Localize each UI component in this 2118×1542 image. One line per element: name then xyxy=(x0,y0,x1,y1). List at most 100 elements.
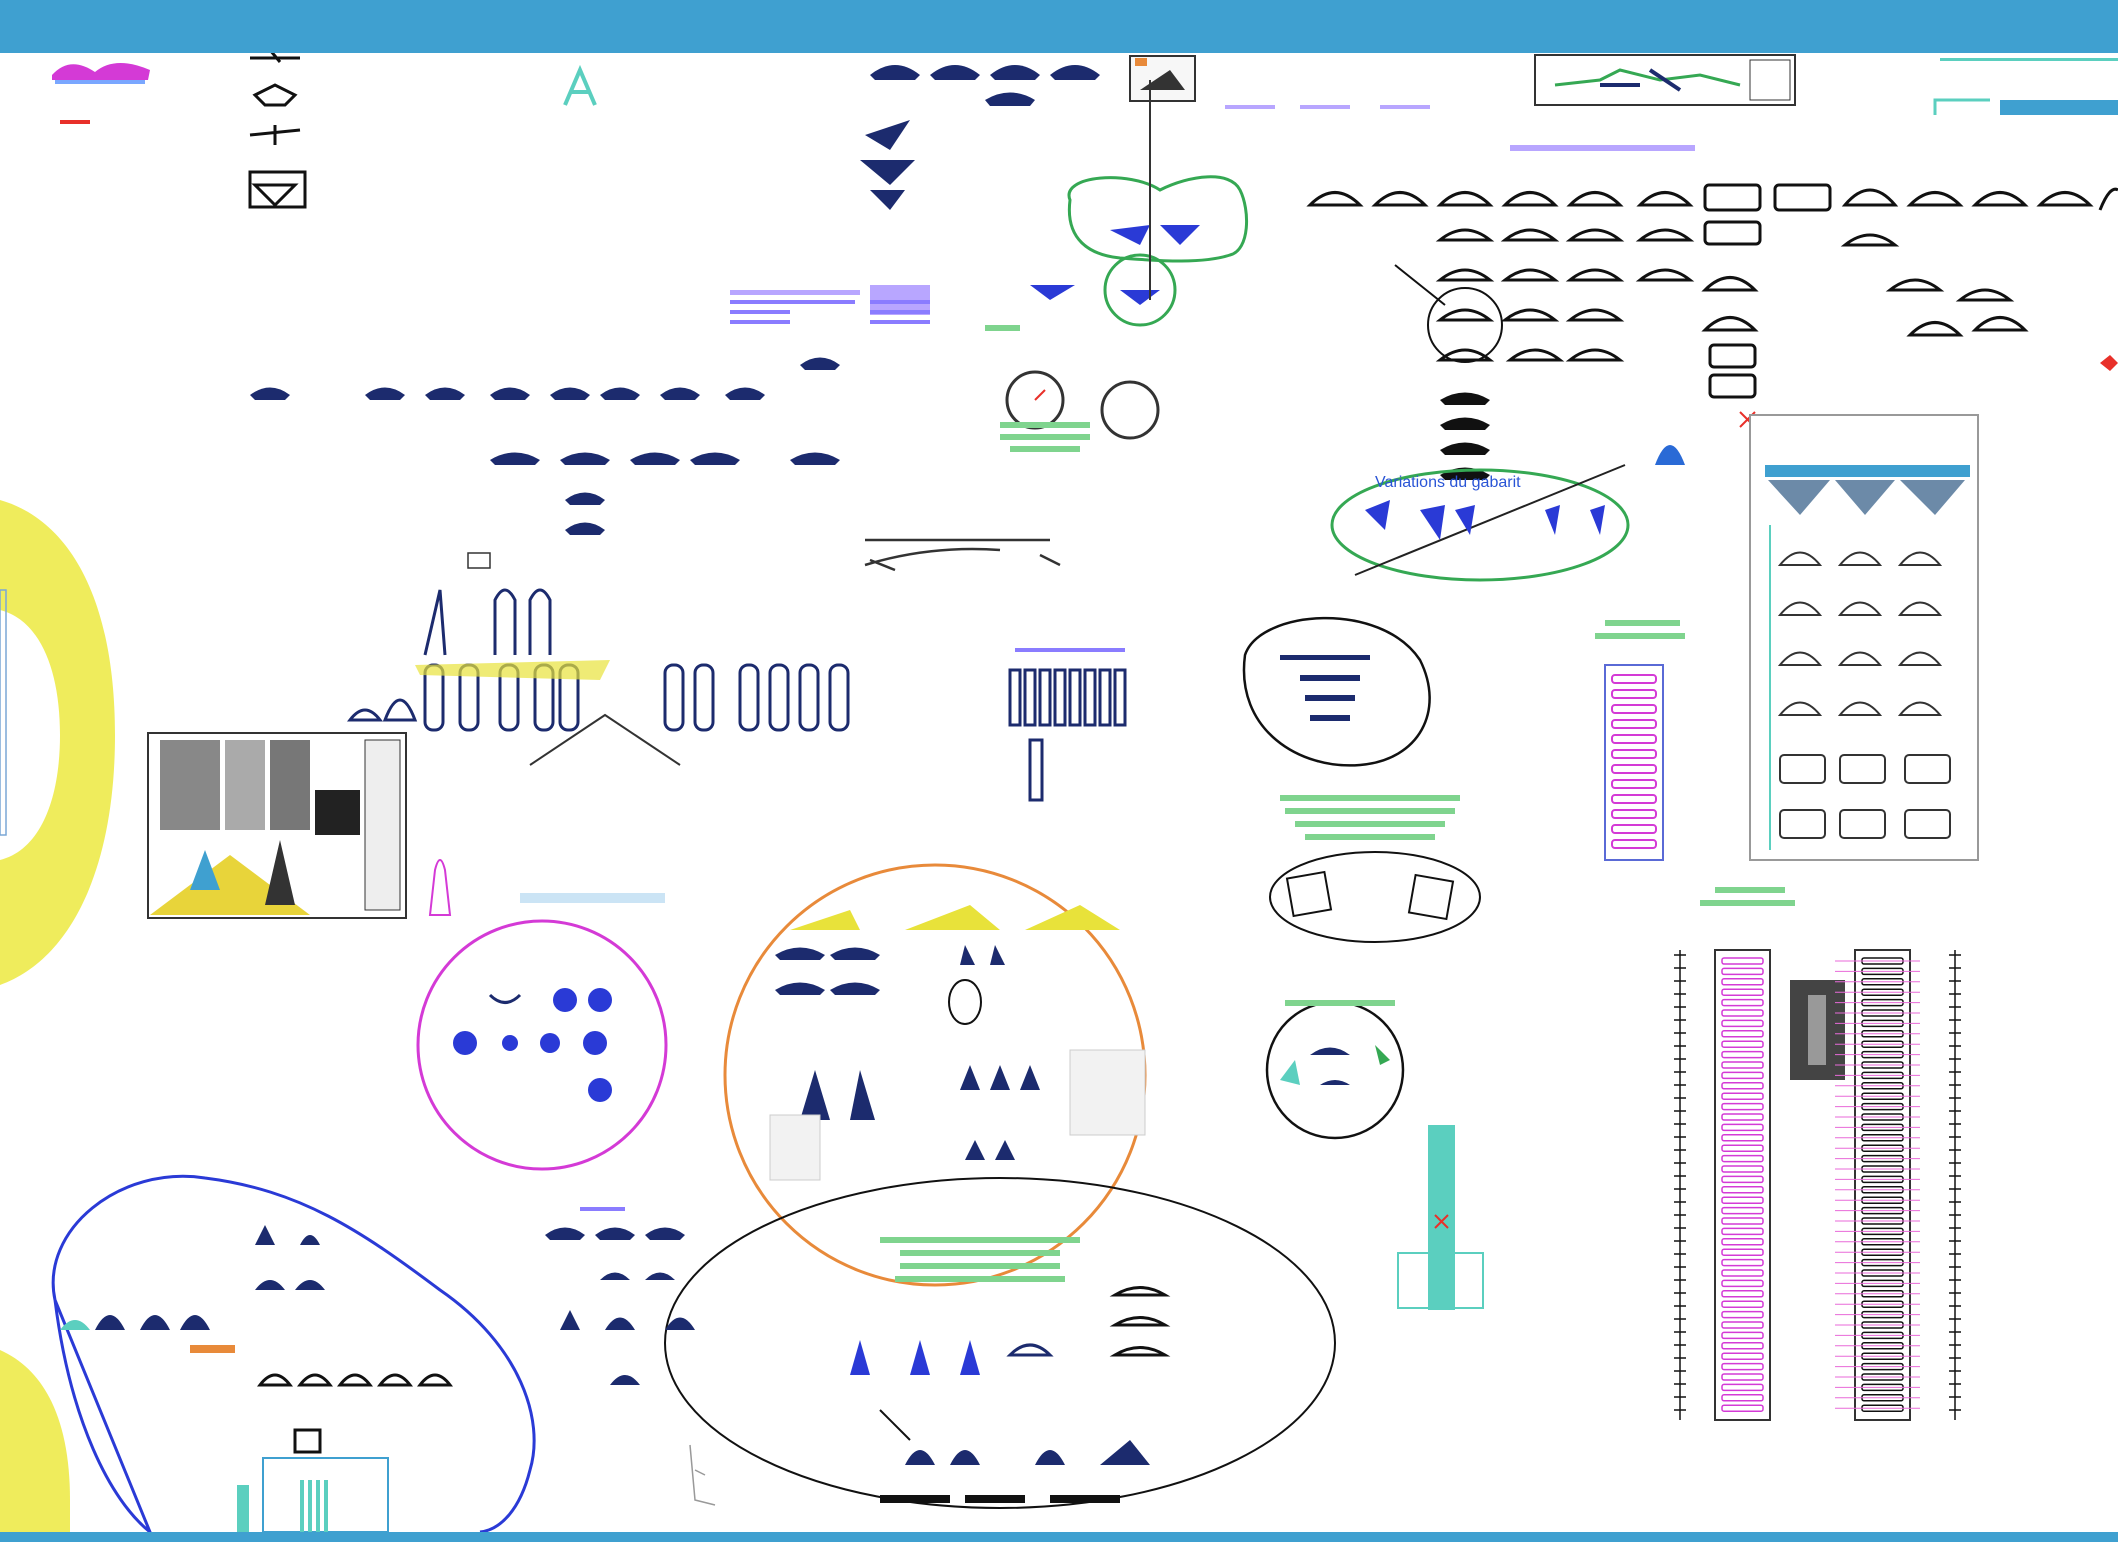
black-blob-outline[interactable] xyxy=(1242,616,1431,767)
thumbnail-content xyxy=(1140,70,1185,90)
variations-hangers xyxy=(1365,500,1605,540)
black-ellipse-squares[interactable] xyxy=(1269,851,1481,943)
ruler-ticks xyxy=(1674,950,1961,1420)
thumbnail-orange-mark xyxy=(1135,58,1147,66)
tall-column-black[interactable] xyxy=(1854,949,1911,1421)
pink-stripe xyxy=(1721,1362,1764,1371)
left-hanger-column[interactable] xyxy=(248,53,307,209)
pink-stripe xyxy=(1721,1009,1764,1017)
pink-column-left[interactable] xyxy=(1604,664,1664,861)
document-preview-1[interactable] xyxy=(1069,1049,1146,1136)
pink-stripe xyxy=(1721,1196,1764,1204)
pink-stripe xyxy=(1721,1269,1764,1277)
teal-bar-frame xyxy=(1397,1252,1484,1309)
variations-label: Variations du gabarit xyxy=(1375,474,1521,491)
variations-ellipse[interactable] xyxy=(1330,468,1630,582)
black-blob-content xyxy=(1280,655,1370,721)
bottom-left-teal-bar xyxy=(237,1485,249,1532)
black-circle-right-content xyxy=(1280,1000,1395,1085)
x-stand-lines xyxy=(529,713,681,766)
matrix-hanger-outlines[interactable] xyxy=(1777,551,1951,839)
pink-stripe xyxy=(1721,1092,1764,1100)
left-edge-frame xyxy=(0,589,7,836)
pink-stripe xyxy=(1721,1186,1764,1194)
magenta-hanger-shape xyxy=(52,62,150,80)
pink-stripe xyxy=(1721,1030,1764,1038)
tall-thin-shapes-center[interactable] xyxy=(1008,668,1127,802)
bottom-left-barcode xyxy=(300,1480,328,1532)
pink-stripe xyxy=(1721,1165,1764,1173)
pink-stripe xyxy=(1721,1227,1764,1236)
label-bar-center-2 xyxy=(1015,648,1125,652)
green-ellipse-small[interactable] xyxy=(1103,253,1177,327)
bottom-status-bar xyxy=(0,1532,2118,1542)
pink-stripe xyxy=(1721,978,1764,986)
vertical-hanger-stack[interactable] xyxy=(860,120,915,210)
teal-bar-right xyxy=(1940,58,2118,61)
pink-stripe xyxy=(1721,1217,1764,1225)
pink-stripe xyxy=(1721,1019,1764,1028)
black-ellipse-bottom[interactable] xyxy=(664,1177,1336,1509)
hanger-stack-center-right[interactable] xyxy=(1440,392,1490,481)
gauge-circle-right[interactable] xyxy=(1100,380,1160,440)
drawing-canvas[interactable]: Variations du gabarit xyxy=(0,53,2118,1532)
bottom-left-frame[interactable] xyxy=(262,1457,389,1532)
bottom-leader-line xyxy=(879,1409,911,1441)
pencil-sketch xyxy=(689,1444,716,1506)
small-rect-outline xyxy=(467,552,491,569)
red-x-teal xyxy=(1434,1214,1449,1229)
pink-column-left-ribs xyxy=(1611,674,1657,849)
yellow-decorative-arc-bottom xyxy=(0,1350,70,1532)
top-right-frame-content xyxy=(1554,68,1741,87)
black-mini-ellipse[interactable] xyxy=(948,979,982,1025)
photo-thumbnail[interactable] xyxy=(1129,55,1196,102)
right-hanger-grid[interactable] xyxy=(1306,183,2118,399)
ellipse-square-right xyxy=(1407,873,1455,921)
green-bars-right xyxy=(1595,620,1795,906)
top-hanger-row[interactable] xyxy=(870,65,1100,106)
blue-label-bar xyxy=(55,80,145,84)
black-circle-hangers[interactable] xyxy=(1427,287,1503,363)
green-bars-center xyxy=(985,325,1090,452)
pink-stripe xyxy=(1721,988,1764,996)
pink-stripe xyxy=(1721,1082,1764,1090)
middle-hanger-band[interactable] xyxy=(250,357,840,536)
top-right-frame-side-grid xyxy=(1749,59,1791,101)
label-bar-bottom-center xyxy=(580,1207,625,1211)
document-preview-2[interactable] xyxy=(769,1114,821,1181)
blue-bar-right xyxy=(2000,100,2118,115)
pink-stripe xyxy=(1721,1238,1764,1246)
pink-stripe xyxy=(1721,1206,1764,1215)
tall-column-stripes xyxy=(1721,957,1920,1412)
pink-stripe xyxy=(1721,1248,1764,1256)
pink-stripe xyxy=(1721,1050,1764,1059)
pink-stripe xyxy=(1721,1113,1764,1121)
bracket-arrow[interactable] xyxy=(864,538,1061,572)
pink-stripe xyxy=(1721,1258,1764,1267)
pink-stripe xyxy=(1721,1373,1764,1381)
green-bars-bottom xyxy=(880,1237,1080,1282)
blue-loop-bottom-left[interactable] xyxy=(51,1175,536,1532)
hanger-cluster-bottom-center[interactable] xyxy=(545,1227,695,1386)
pink-stripe xyxy=(1721,1123,1764,1132)
pink-stripe xyxy=(1721,1154,1764,1163)
green-bars-stack-mid xyxy=(1280,795,1460,840)
photo-collage-content xyxy=(150,739,401,915)
photo-film-strip-highlight xyxy=(1808,995,1826,1065)
pink-stripe xyxy=(1721,1102,1764,1111)
tall-column-pink[interactable] xyxy=(1714,949,1771,1421)
pink-stripe xyxy=(1721,1383,1764,1392)
yellow-highlight-row xyxy=(415,660,610,680)
top-right-frame-content-2 xyxy=(1600,68,1682,92)
tall-figures-row[interactable] xyxy=(346,588,850,732)
pink-stripe xyxy=(1721,1061,1764,1069)
bottom-ellipse-hangers xyxy=(850,1286,1171,1503)
black-circle-right[interactable] xyxy=(1265,1000,1405,1140)
teal-a-symbol xyxy=(563,64,597,106)
pink-stripe xyxy=(1721,967,1764,976)
pink-stripe xyxy=(1721,1279,1764,1288)
green-lasso-top[interactable] xyxy=(1067,175,1249,263)
pink-stripe xyxy=(1721,1144,1764,1152)
magenta-circle-group[interactable] xyxy=(416,919,668,1171)
